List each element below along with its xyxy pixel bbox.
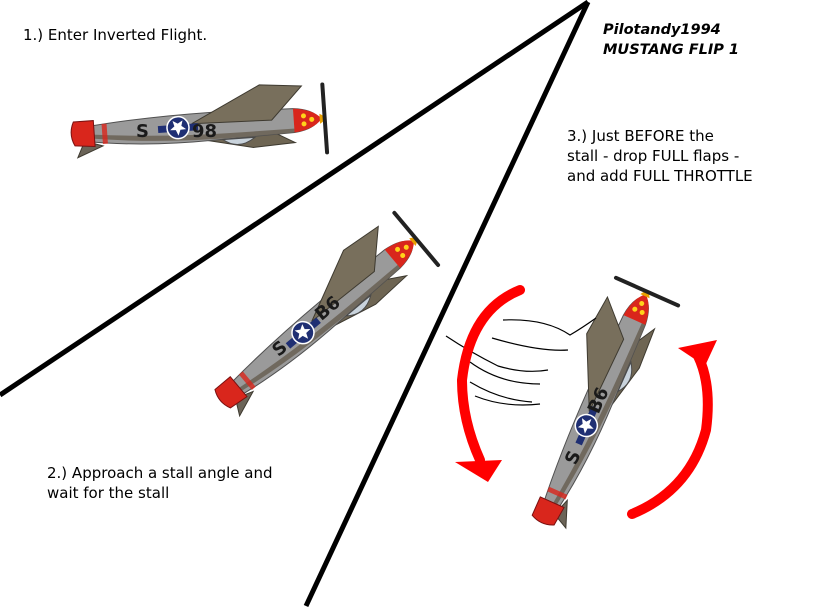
rotation-arrow-icon <box>627 340 717 519</box>
step-3-text: 3.) Just BEFORE the stall - drop FULL fl… <box>567 126 753 186</box>
svg-text:98: 98 <box>192 121 217 142</box>
step-line: wait for the stall <box>47 484 170 502</box>
step-line: stall - drop FULL flaps - <box>567 147 740 165</box>
step-line: 1.) Enter Inverted Flight. <box>23 26 208 44</box>
divider-line-steep <box>303 0 591 608</box>
plane-code-text: S 98 <box>136 121 217 142</box>
svg-text:S: S <box>136 121 149 142</box>
author-name: Pilotandy1994 <box>603 22 721 38</box>
step-line: 3.) Just BEFORE the <box>567 127 714 145</box>
step-2-text: 2.) Approach a stall angle and wait for … <box>47 463 273 503</box>
rotation-arrow-icon <box>455 285 525 482</box>
divider-line-diagonal <box>0 0 590 398</box>
author-credit: Pilotandy1994 MUSTANG FLIP 1 <box>603 20 739 60</box>
step-1-text: 1.) Enter Inverted Flight. <box>23 25 207 45</box>
motion-lines-icon <box>445 317 597 406</box>
diagram-title: MUSTANG FLIP 1 <box>603 42 740 58</box>
step-line: 2.) Approach a stall angle and <box>47 464 273 482</box>
step-line: and add FULL THROTTLE <box>567 167 753 185</box>
